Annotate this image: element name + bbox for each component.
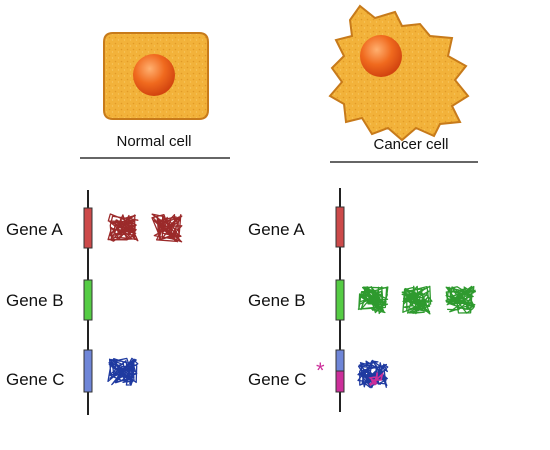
normal-gene-c-label: Gene C [6, 370, 65, 389]
normal-gene-a-segment [83, 207, 93, 249]
cancer-gene-a-segment [335, 206, 345, 248]
cancer-gene-b-protein-3 [445, 285, 477, 314]
normal-gene-a-protein-1 [107, 213, 139, 242]
cancer-gene-a-label: Gene A [248, 220, 305, 239]
cancer-gene-b-label: Gene B [248, 291, 306, 310]
cancer-gene-c-protein-1 [357, 359, 389, 389]
protein-blobs [107, 213, 477, 389]
normal-cell-title: Normal cell [116, 133, 191, 150]
cancer-gene-c-mutation-segment [335, 370, 345, 393]
cancer-gene-c-segment [335, 349, 345, 372]
normal-cell [103, 32, 209, 120]
normal-gene-b-label: Gene B [6, 291, 64, 310]
mutation-asterisk: * [316, 358, 325, 383]
cancer-chromosome [335, 188, 345, 412]
normal-chromosome [83, 190, 93, 415]
cancer-cell-body [328, 4, 470, 142]
cancer-gene-c-label: Gene C [248, 370, 307, 389]
normal-cell-nucleus [133, 54, 175, 96]
normal-gene-a-label: Gene A [6, 220, 63, 239]
cancer-gene-b-segment [335, 279, 345, 321]
cancer-gene-b-protein-1 [357, 285, 389, 315]
cancer-cell [328, 4, 470, 142]
normal-gene-b-segment [83, 279, 93, 321]
normal-gene-c-protein-1 [107, 357, 139, 386]
cancer-gene-b-protein-2 [401, 285, 433, 315]
cancer-cell-title: Cancer cell [373, 136, 448, 153]
normal-gene-a-protein-2 [151, 213, 183, 243]
normal-gene-c-segment [83, 349, 93, 393]
cancer-cell-nucleus [360, 35, 402, 77]
